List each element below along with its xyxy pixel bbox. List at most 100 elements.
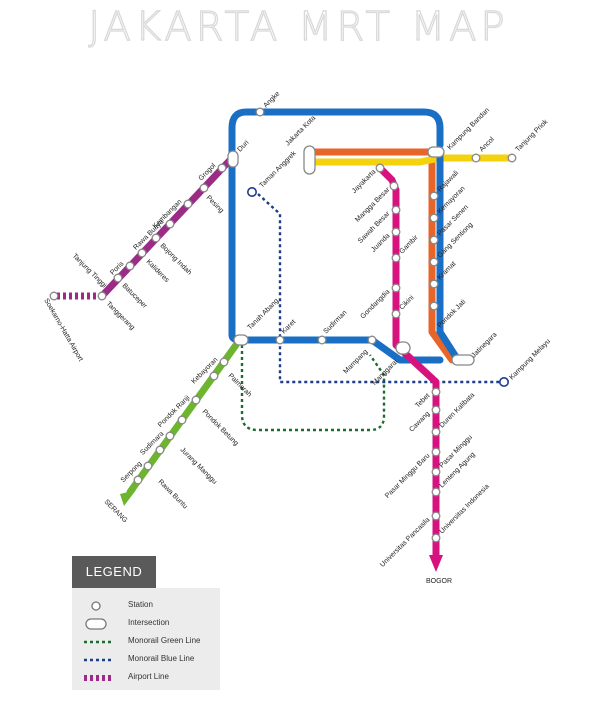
station-tebet	[431, 387, 441, 397]
label-univ-indonesia: Universitas Indonesia	[438, 483, 490, 535]
station-jurang-manggu	[155, 445, 165, 455]
legend-monorail-green-label: Monorail Green Line	[128, 636, 201, 645]
station-kramat	[429, 279, 439, 289]
label-tebet: Tebet	[414, 392, 431, 409]
station-gambir	[391, 253, 401, 263]
yellow-line	[306, 154, 516, 166]
station-rawa-buaya	[165, 219, 175, 229]
station-taman-anggrek	[247, 187, 258, 198]
legend-box: Station Intersection Monorail Green Line…	[72, 588, 220, 690]
label-cikini: Cikini	[398, 294, 415, 311]
label-mampang: Mampang	[342, 348, 369, 375]
label-kalideres: Kalideres	[145, 258, 171, 284]
intersection-icon	[85, 618, 107, 630]
station-kebayoran	[219, 357, 229, 367]
station-rajawali	[429, 191, 439, 201]
station-duren-kalibata	[431, 427, 441, 437]
monorail-blue-line	[257, 193, 504, 384]
station-pasar-minggu-baru	[431, 447, 441, 457]
label-cawang: Cawang	[408, 410, 431, 433]
station-gang-sentiong	[429, 257, 439, 267]
station-sudimara	[165, 431, 175, 441]
label-palmerah: Palmerah	[227, 372, 253, 398]
station-pasar-minggu	[431, 467, 441, 477]
label-bogor: BOGOR	[426, 578, 452, 585]
label-duren-kalibata: Duren Kalibata	[438, 392, 476, 430]
station-cikini	[391, 309, 401, 319]
station-sawah-besar	[391, 205, 401, 215]
station-kembangan	[183, 199, 193, 209]
station-poris	[125, 261, 135, 271]
legend-intersection-label: Intersection	[128, 618, 170, 627]
station-tanjung-priok	[507, 153, 517, 163]
station-mangga-besar	[389, 181, 399, 191]
legend: LEGEND Station Intersection Monorail Gre…	[72, 556, 220, 690]
label-jatinegara: Jatinegara	[470, 331, 498, 359]
intersection-jatinegara	[451, 354, 475, 366]
station-bojong-indah	[151, 233, 161, 243]
label-rawa-buntu: Rawa Buntu	[157, 478, 189, 510]
station-tangerang	[97, 291, 107, 301]
label-gondangdia: Gondangdia	[359, 288, 391, 320]
station-karet	[275, 335, 285, 345]
label-gambir: Gambir	[398, 234, 420, 256]
green-arrow	[120, 490, 136, 506]
station-ancol	[471, 153, 481, 163]
station-univ-pancasila	[431, 511, 441, 521]
airport-line-icon	[84, 675, 112, 681]
station-rawa-buntu	[133, 475, 143, 485]
station-kalideres	[137, 248, 147, 258]
intersection-duri	[227, 150, 239, 168]
label-airport: Soekarno-Hatta Airport	[42, 298, 84, 363]
station-cawang	[431, 405, 441, 415]
label-jurang-manggu: Jurang Manggu	[179, 446, 218, 485]
label-pesing: Pesing	[205, 194, 225, 214]
station-batuceper	[113, 273, 123, 283]
intersection-jakarta-kota	[303, 145, 316, 175]
monorail-blue-icon	[84, 658, 112, 662]
station-pesing	[199, 183, 209, 193]
station-pondok-jati	[429, 301, 439, 311]
label-pasar-minggu-baru: Pasar Minggu Baru	[384, 452, 431, 499]
legend-station: Station	[82, 598, 218, 614]
label-pondok-betung: Pondok Betung	[201, 408, 240, 447]
label-tanjung-tinggi: Tanjung Tinggi	[71, 253, 108, 290]
station-kampung-melayu	[498, 376, 509, 387]
label-ancol: Ancol	[478, 136, 496, 154]
magenta-arrow	[429, 555, 443, 572]
station-univ-indonesia	[431, 533, 441, 543]
label-kampung-melayu: Kampung Melayu	[508, 338, 552, 382]
station-lenteng-agung	[431, 487, 441, 497]
blue-east-line	[436, 148, 462, 364]
intersections	[227, 145, 475, 366]
station-pondok-ranji	[191, 395, 201, 405]
legend-airport-line-label: Airport Line	[128, 672, 169, 681]
station-serpong	[143, 461, 153, 471]
stations	[49, 107, 517, 543]
station-icon	[91, 601, 101, 611]
monorail-green-icon	[84, 640, 112, 644]
label-juanda: Juanda	[370, 232, 391, 253]
legend-header: LEGEND	[72, 556, 156, 588]
intersection-kampung-bandan	[427, 146, 445, 158]
station-jayakarta	[375, 163, 385, 173]
station-kemayoran	[429, 213, 439, 223]
label-tanah-abang: Tanah Abang	[246, 297, 280, 331]
station-sudirman	[317, 335, 327, 345]
station-pondok-betung	[177, 415, 187, 425]
map-title: JAKARTA MRT MAP	[88, 3, 509, 50]
legend-monorail-green: Monorail Green Line	[82, 634, 218, 650]
intersection-tanah-abang	[233, 334, 249, 346]
label-univ-pancasila: Universitas Pancasila	[379, 516, 431, 568]
station-angke	[255, 107, 265, 117]
label-taman-anggrek: Taman Anggrek	[258, 150, 298, 190]
station-grogol	[217, 163, 227, 173]
legend-monorail-blue-label: Monorail Blue Line	[128, 654, 195, 663]
legend-station-label: Station	[128, 600, 153, 609]
intersection-manggarai	[395, 341, 411, 355]
label-angke: Angke	[262, 90, 281, 109]
station-airport	[49, 291, 59, 301]
label-tangerang: Tanggerang	[105, 300, 136, 331]
station-palmerah	[209, 371, 219, 381]
